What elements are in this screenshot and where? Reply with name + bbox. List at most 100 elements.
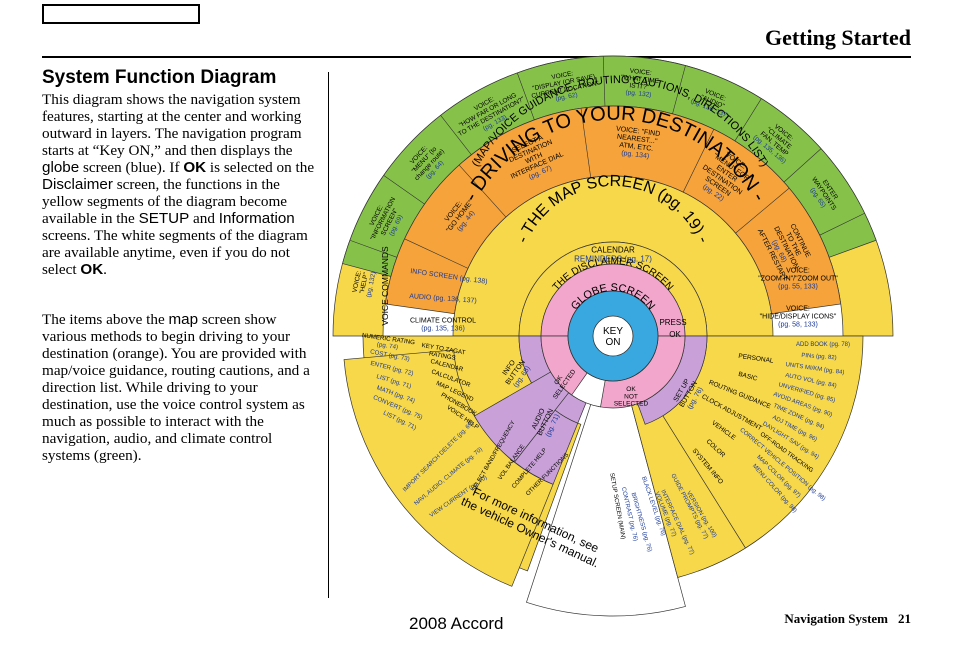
hide-label: VOICE:"HIDE/DISPLAY ICONS"(pg. 58, 133)	[760, 306, 837, 329]
map-paragraph: The items above the map screen show vari…	[42, 311, 318, 464]
text-run: is selected on the	[206, 159, 315, 176]
voice-divider-1	[383, 175, 425, 205]
green-item-7: VOICE:"CLIMATEFAN, TEMP(pg. 135, 136)	[752, 117, 802, 165]
page-title: Getting Started	[764, 25, 911, 50]
page-number: 21	[898, 611, 911, 626]
map-term: map	[168, 311, 199, 328]
text-run: screen (blue). If	[79, 159, 184, 176]
setup-yellow-item-6: PERSONAL	[738, 353, 774, 365]
voice-divider-3	[516, 72, 535, 120]
text-run: screen, the functions in the yellow segm…	[42, 176, 288, 227]
text-run: The items above the	[42, 311, 169, 328]
text-run: screens. The white segments of the diagr…	[42, 227, 308, 278]
voice-divider-5	[672, 65, 686, 114]
zoom-label-line: (pg. 55, 133)	[778, 283, 818, 290]
green-item-5: VOICE:"WHAT TIMEIS IT?"(pg. 132)	[619, 67, 661, 100]
voice-divider-7	[783, 148, 822, 183]
press-label-line: PRESS	[659, 318, 686, 327]
header-box	[42, 4, 200, 24]
hide-label-line: "HIDE/DISPLAY ICONS"	[760, 313, 837, 320]
ok-not-selected-label-line: SELECTED	[614, 401, 649, 408]
green-item-5-line: IS IT?"	[629, 82, 650, 91]
drive-divider-1	[458, 164, 507, 218]
zoom-label-line: VOICE:	[786, 268, 810, 275]
drive-divider-3	[682, 129, 715, 193]
ok-term: OK	[183, 159, 207, 176]
setup-right-item-1-line: PINs (pg. 82)	[801, 353, 837, 361]
drive-divider-4	[735, 187, 790, 234]
footer-page: Navigation System 21	[784, 611, 911, 627]
footer-model: 2008 Accord	[409, 614, 504, 633]
ok-not-selected-label-line: NOT	[624, 393, 638, 400]
calendar-label-line: REMINDERS (pg. 17)	[574, 254, 652, 263]
setup-term: SETUP	[138, 210, 190, 227]
ok-not-selected-label-line: OK	[626, 386, 636, 393]
diagram-wedges	[332, 55, 894, 617]
orange-item-2-line: ATM, ETC.	[619, 142, 654, 153]
key-on-label-line: ON	[606, 337, 621, 348]
text-run: .	[103, 261, 107, 278]
info-left-item-0-line: (pg. 74)	[376, 341, 398, 351]
setup-yellow-item-5: BASIC	[737, 371, 758, 383]
header-rule	[42, 56, 911, 58]
orange-item-2-line: (pg. 134)	[621, 150, 650, 160]
setup-right-item-0-line: ADD BOOK (pg. 78)	[796, 342, 850, 348]
voice-divider-2	[440, 115, 472, 155]
voice-divider-6	[734, 98, 762, 142]
audio-label: AUDIO (pg. 136, 137)	[409, 293, 477, 305]
drive-divider-2	[580, 108, 592, 178]
zoom-label: VOICE:"ZOOM IN"/"ZOOM OUT"(pg. 55, 133)	[758, 268, 838, 291]
column-divider	[328, 72, 329, 598]
audio-label-line: AUDIO (pg. 136, 137)	[409, 293, 477, 305]
text-run: and	[189, 210, 219, 227]
green-item-5-line: VOICE:	[629, 68, 652, 77]
info-right-item-0-line: RATINGS	[428, 350, 456, 362]
key-on-label-line: KEY	[603, 326, 623, 337]
white-setup-wedge	[526, 334, 686, 617]
green-item-4-line: (pg. 62)	[555, 92, 578, 103]
orange-item-2: VOICE: "FINDNEAREST..."ATM, ETC.(pg. 134…	[613, 126, 661, 162]
green-item-0-line: "HELP"	[359, 271, 370, 294]
voice-divider-8	[819, 212, 865, 236]
disclaimer-term: Disclaimer	[42, 176, 113, 193]
ok-box-label: OK	[669, 330, 681, 339]
green-item-5-line: (pg. 132)	[625, 89, 652, 99]
ok-term: OK	[80, 261, 104, 278]
setup-right-item-1: PINs (pg. 82)	[801, 353, 837, 361]
audio-button-label: AUDIOBUTTON(pg. 71)	[530, 405, 563, 441]
press-label: PRESS	[659, 318, 686, 327]
voice-divider-0	[349, 239, 397, 258]
voice-divider-4	[602, 56, 606, 107]
green-item-0-line: VOICE:	[351, 270, 362, 293]
voice-commands-label-line: VOICE COMMANDS	[380, 246, 390, 326]
setup-yellow-item-6-line: PERSONAL	[738, 353, 774, 365]
calendar-label-line: CALENDAR	[591, 245, 635, 254]
climate-label: CLIMATE CONTROL(pg. 135, 136)	[410, 318, 476, 333]
hide-label-line: (pg. 58, 133)	[778, 321, 818, 328]
footer-label: Navigation System	[784, 611, 888, 626]
setup-right-item-0: ADD BOOK (pg. 78)	[796, 342, 850, 348]
zoom-label-line: "ZOOM IN"/"ZOOM OUT"	[758, 275, 838, 282]
text-run: screen show various methods to begin dri…	[42, 311, 310, 464]
green-item-4-line: VOICE:	[551, 70, 574, 81]
key-on-circle	[592, 315, 634, 357]
hide-label-line: VOICE:	[786, 306, 810, 313]
green-item-5-line: "WHAT TIME	[621, 74, 660, 85]
drive-divider-0	[404, 238, 469, 269]
climate-label-line: CLIMATE CONTROL	[410, 318, 476, 325]
text-run: This diagram shows the navigation system…	[42, 91, 302, 159]
climate-label-line: (pg. 135, 136)	[421, 325, 465, 332]
section-heading: System Function Diagram	[42, 67, 277, 88]
orange-item-2-line: NEAREST..."	[617, 134, 659, 146]
ok-selected-label-line: OK	[553, 374, 565, 386]
setup-yellow-item-5-line: BASIC	[737, 371, 758, 383]
ok-box-label-line: OK	[669, 330, 681, 339]
globe-term: globe	[42, 159, 80, 176]
intro-paragraph: This diagram shows the navigation system…	[42, 91, 318, 278]
voice-commands-label: VOICE COMMANDS	[380, 246, 390, 326]
green-item-1: VOICE:"INFORMATIONSCREEN"(pg. 69)	[363, 193, 410, 249]
